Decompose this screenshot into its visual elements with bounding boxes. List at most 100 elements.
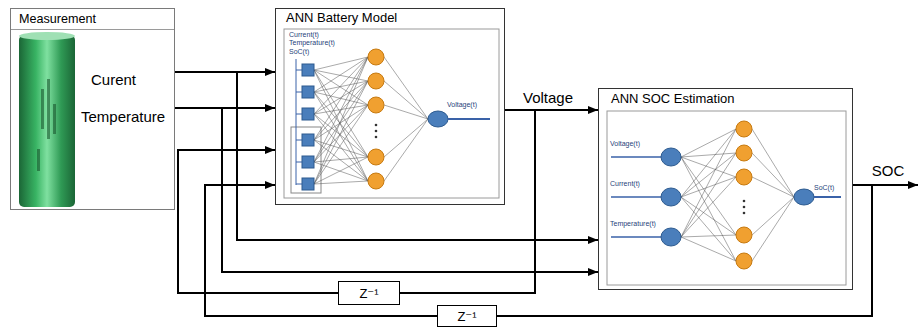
input-line <box>611 156 661 158</box>
weight-line <box>314 114 368 181</box>
measurement-panel: MeasurementCurentTemperature <box>10 8 175 210</box>
battery-marking <box>37 149 40 171</box>
weight-line <box>314 157 368 184</box>
weight-line <box>314 57 368 162</box>
weight-line <box>752 153 794 197</box>
nn-signal-label: Temperature(t) <box>610 220 656 227</box>
delay-block <box>302 64 314 76</box>
input-tap <box>296 184 302 185</box>
weight-line <box>681 129 736 157</box>
weight-line <box>314 81 368 162</box>
delay-block <box>302 108 314 120</box>
ellipsis-dot <box>743 206 746 209</box>
hidden-neuron <box>736 145 752 161</box>
signal-name: Curent <box>91 71 136 88</box>
input-neuron <box>661 228 681 246</box>
weight-line <box>314 57 368 140</box>
delay-block <box>302 156 314 168</box>
delay-block <box>302 178 314 190</box>
battery-marking <box>53 104 56 134</box>
ellipsis-dot <box>375 136 378 139</box>
ellipsis-dot <box>743 212 746 215</box>
weight-line <box>384 81 428 119</box>
weight-line <box>384 57 428 119</box>
delay-operator: Z⁻¹ <box>457 310 476 323</box>
hidden-neuron <box>368 73 384 89</box>
nn-signal-label: Voltage(t) <box>447 101 477 108</box>
input-tap <box>296 92 302 93</box>
input-line <box>611 236 661 238</box>
inner-frame <box>284 29 499 198</box>
hidden-neuron <box>368 49 384 65</box>
nn-signal-label: SoC(t) <box>289 48 309 55</box>
weight-line <box>681 235 736 237</box>
hidden-neuron <box>736 121 752 137</box>
input-tap <box>296 162 302 163</box>
weight-line <box>314 57 368 92</box>
nn-signal-label: Temperature(t) <box>289 39 335 46</box>
input-tap <box>296 114 302 115</box>
weight-line <box>681 157 736 261</box>
inner-frame <box>607 111 846 285</box>
hidden-neuron <box>368 173 384 189</box>
nn-signal-label: SoC(t) <box>814 184 834 191</box>
panel-heading: Measurement <box>11 9 174 30</box>
output-neuron <box>428 111 448 127</box>
signal-name: Temperature <box>81 108 165 125</box>
weight-line <box>384 119 428 181</box>
input-line <box>611 196 661 198</box>
weight-line <box>681 237 736 261</box>
box-title: ANN SOC Estimation <box>611 92 735 107</box>
nn-signal-label: Current(t) <box>289 31 319 38</box>
weight-line <box>314 181 368 184</box>
weight-line <box>681 177 736 197</box>
weight-line <box>314 105 368 140</box>
ellipsis-dot <box>743 200 746 203</box>
delay-box: Z⁻¹ <box>338 281 400 305</box>
signal-label: SOC <box>870 163 907 180</box>
input-neuron <box>661 148 681 166</box>
weight-line <box>314 105 368 162</box>
weight-line <box>314 57 368 70</box>
battery-cap <box>19 32 75 40</box>
weight-line <box>314 57 368 184</box>
weight-line <box>752 129 794 197</box>
ellipsis-dot <box>375 124 378 127</box>
weight-line <box>681 157 736 177</box>
input-tap <box>296 70 302 71</box>
delay-block <box>302 86 314 98</box>
hidden-neuron <box>736 227 752 243</box>
weight-line <box>752 177 794 197</box>
weight-line <box>681 153 736 237</box>
battery-cell <box>19 35 75 207</box>
battery-marking <box>41 89 44 129</box>
weight-line <box>314 81 368 184</box>
weight-line <box>314 81 368 92</box>
weight-line <box>681 153 736 197</box>
input-bus <box>296 59 297 185</box>
weight-line <box>681 197 736 261</box>
weight-line <box>314 70 368 105</box>
box-title: ANN Battery Model <box>286 11 397 26</box>
weight-line <box>314 57 368 114</box>
weight-line <box>681 157 736 235</box>
weight-line <box>681 129 736 237</box>
hidden-neuron <box>736 253 752 269</box>
delay-box: Z⁻¹ <box>437 305 497 327</box>
output-line <box>814 196 841 198</box>
output-neuron <box>794 189 814 205</box>
weight-line <box>681 153 736 157</box>
hidden-neuron <box>368 149 384 165</box>
output-line <box>448 118 490 120</box>
hidden-neuron <box>736 169 752 185</box>
hidden-neuron <box>368 97 384 113</box>
delay-operator: Z⁻¹ <box>359 287 378 300</box>
weight-line <box>681 129 736 197</box>
weight-line <box>314 81 368 140</box>
output-arrow <box>872 184 918 186</box>
input-tap <box>296 140 302 141</box>
nn-signal-label: Current(t) <box>610 180 640 187</box>
weight-line <box>752 197 794 261</box>
nn-signal-label: Voltage(t) <box>610 140 640 147</box>
weight-line <box>384 119 428 157</box>
